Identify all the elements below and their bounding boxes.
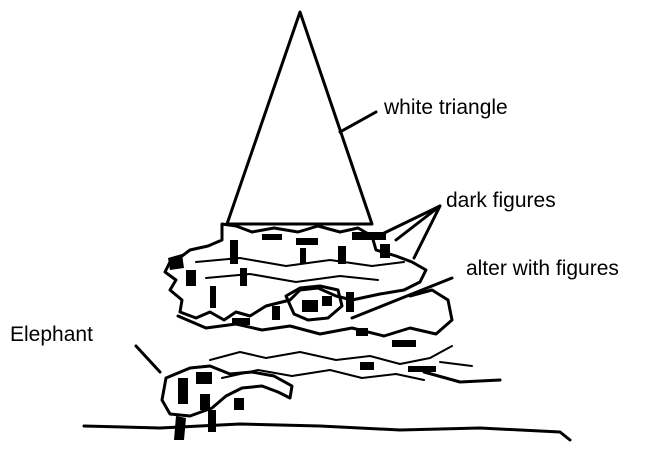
label-dark-figures: dark figures bbox=[446, 189, 556, 212]
white-triangle bbox=[227, 12, 372, 224]
leader-elephant bbox=[136, 346, 160, 372]
label-white-triangle: white triangle bbox=[383, 96, 508, 119]
label-elephant: Elephant bbox=[10, 323, 93, 346]
ground-line bbox=[84, 424, 570, 440]
alter-with-figures bbox=[178, 286, 500, 382]
label-alter-with-figures: alter with figures bbox=[466, 257, 619, 280]
leader-white-triangle bbox=[340, 112, 376, 132]
